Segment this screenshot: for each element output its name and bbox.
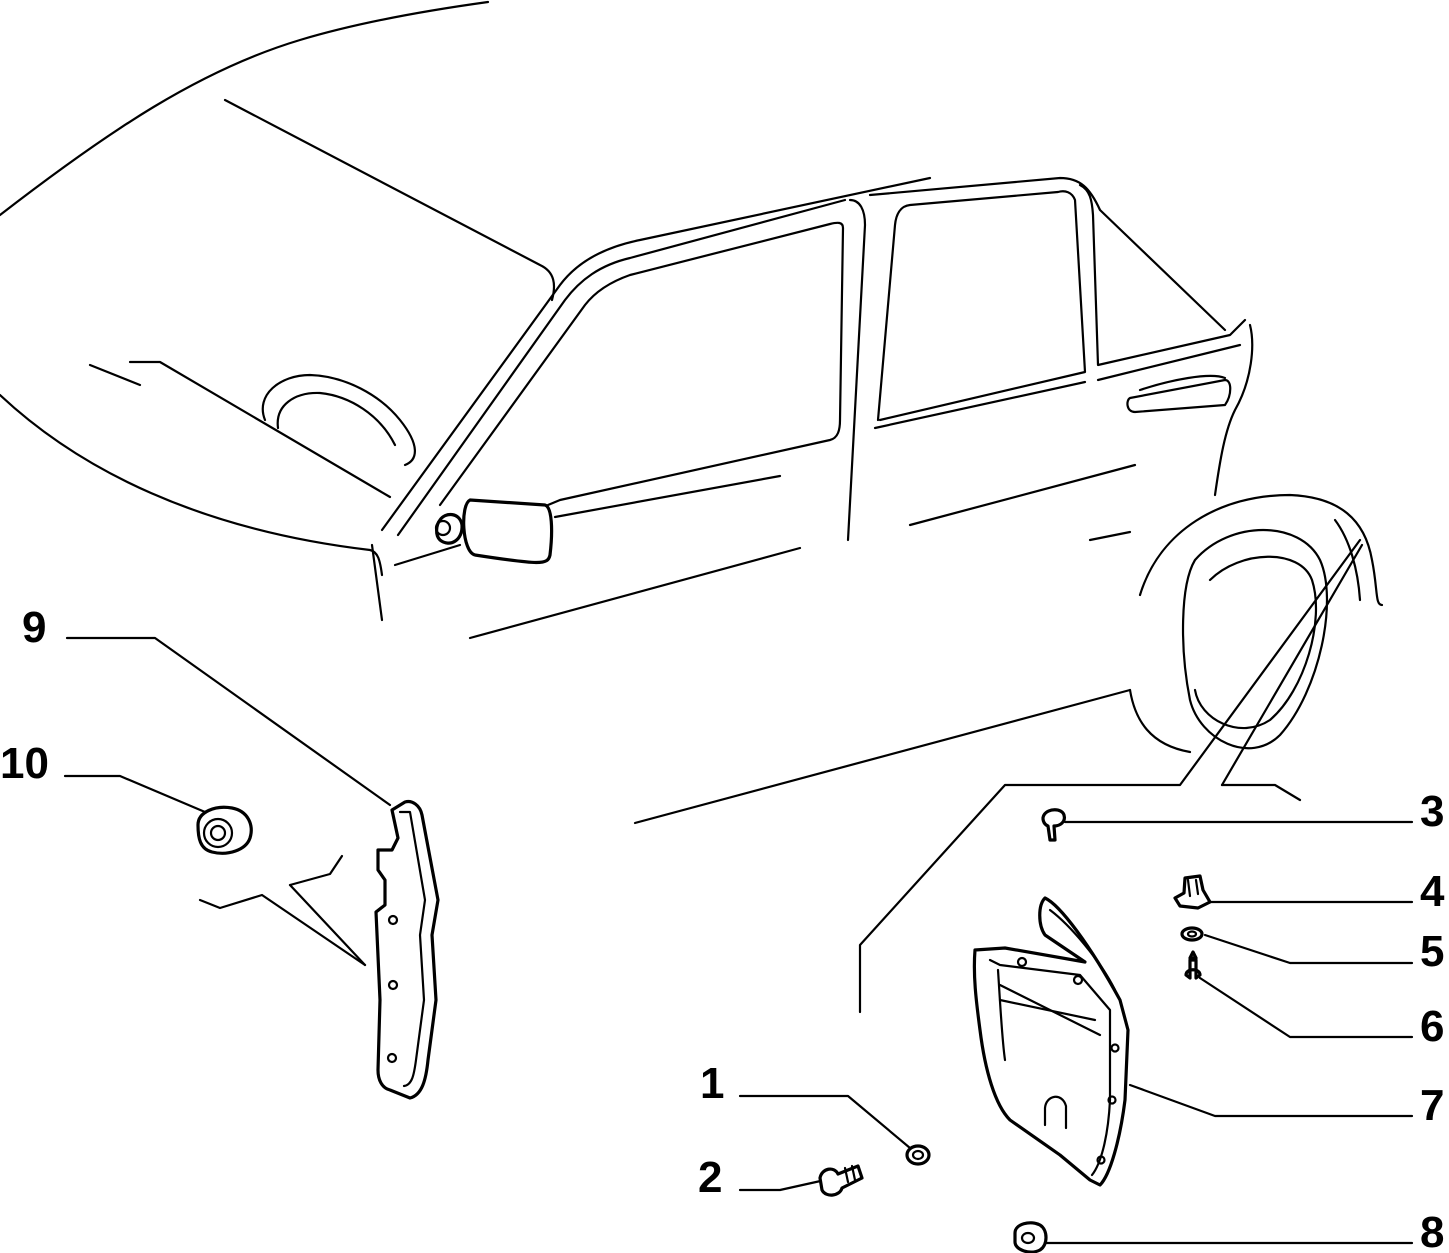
- car-outline: [0, 0, 1384, 825]
- callout-label-10: 10: [0, 739, 49, 788]
- callout-label-9: 9: [22, 603, 46, 652]
- callout-label-1: 1: [700, 1059, 724, 1108]
- callout-label-3: 3: [1420, 787, 1444, 836]
- callout-label-2: 2: [698, 1153, 722, 1202]
- part-7-wheelarch-liner: [972, 896, 1130, 1187]
- leader-lines: [63, 538, 1414, 1245]
- part-9-liner-strip: [374, 799, 440, 1100]
- part-10-nut: [196, 805, 253, 855]
- part-5-washer: [1180, 926, 1204, 942]
- part-1-washer: [905, 1144, 931, 1166]
- part-8-nut: [1013, 1221, 1048, 1253]
- callout-label-6: 6: [1420, 1002, 1444, 1051]
- callout-label-5: 5: [1420, 927, 1444, 976]
- part-6-screw: [1184, 950, 1202, 980]
- callout-label-8: 8: [1420, 1208, 1444, 1253]
- callout-labels: 9 10 1 2 3 4 5 6 7 8: [0, 603, 1445, 1253]
- part-4-clip-nut: [1173, 874, 1212, 910]
- callout-label-4: 4: [1420, 867, 1445, 916]
- part-2-screw: [818, 1164, 864, 1197]
- part-3-clip: [1041, 808, 1066, 842]
- callout-label-7: 7: [1420, 1081, 1444, 1130]
